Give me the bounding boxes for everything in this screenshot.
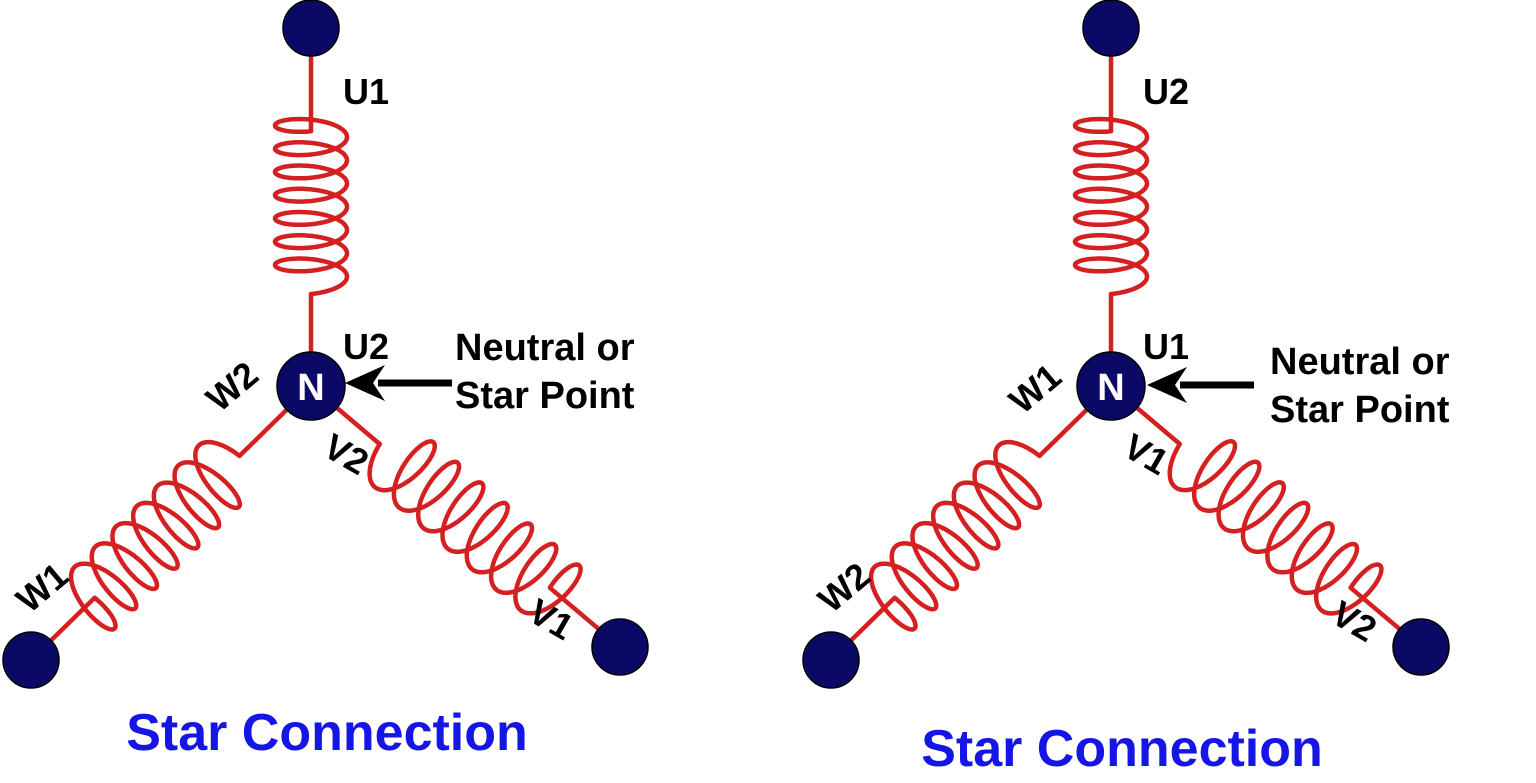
terminal-u: [282, 0, 340, 57]
label-w-outer: W1: [8, 554, 76, 620]
star-diagram-right: N U2 U1 W1 W2 V1 V2 Neutral or Star Poin…: [802, 0, 1450, 778]
neutral-node: [276, 351, 346, 421]
terminal-u: [1082, 0, 1140, 57]
label-w-outer: W2: [810, 554, 878, 620]
terminal-w: [802, 631, 860, 689]
caption: Star Connection: [126, 704, 528, 762]
label-u-inner: U1: [1143, 326, 1189, 367]
annotation-line-2: Star Point: [1270, 389, 1450, 431]
winding-u: [272, 28, 350, 386]
label-u-inner: U2: [343, 326, 389, 367]
neutral-label: N: [1097, 367, 1124, 409]
windings: [829, 28, 1423, 662]
annotation-line-1: Neutral or: [455, 327, 635, 369]
label-v-outer: V1: [522, 590, 581, 648]
label-w-inner: W1: [1001, 355, 1069, 421]
neutral-label: N: [297, 367, 324, 409]
caption: Star Connection: [921, 720, 1323, 778]
neutral-arrow: [345, 365, 452, 401]
label-u-outer: U1: [343, 71, 389, 112]
winding-w: [829, 384, 1113, 662]
neutral-node: [1076, 351, 1146, 421]
annotation-line-2: Star Point: [455, 375, 635, 417]
windings: [29, 28, 622, 662]
annotation-line-1: Neutral or: [1270, 341, 1450, 383]
label-w-inner: W2: [198, 353, 266, 419]
label-v-outer: V2: [1325, 592, 1384, 650]
star-diagram-left: N U1 U2 W2 W1 V2 V1 Neutral or Star Poin…: [2, 0, 649, 762]
winding-w: [29, 384, 313, 662]
winding-u: [1072, 28, 1150, 386]
neutral-arrow: [1147, 367, 1254, 403]
terminal-v: [1392, 618, 1450, 676]
terminal-w: [2, 631, 60, 689]
label-u-outer: U2: [1143, 71, 1189, 112]
terminal-v: [591, 618, 649, 676]
winding-v: [1109, 384, 1423, 649]
winding-v: [309, 384, 622, 649]
